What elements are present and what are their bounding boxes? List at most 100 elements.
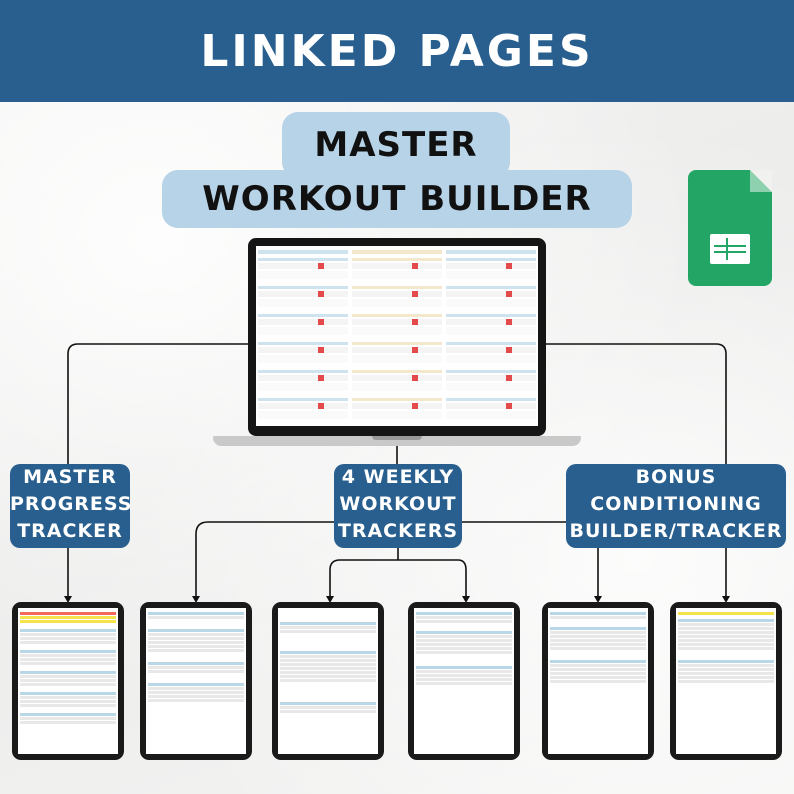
- line-to-progress: [67, 343, 248, 464]
- sheet-cell: [352, 342, 442, 345]
- sheet-cell: [258, 314, 348, 317]
- sheet-cell: [258, 383, 348, 391]
- sheet-cell: [446, 271, 536, 279]
- tablet-weekly-1: [140, 602, 252, 760]
- tablet-screen: [548, 608, 648, 754]
- sheet-cell: [318, 403, 324, 409]
- sheet-cell: [412, 347, 418, 353]
- arrow-4: [462, 596, 470, 603]
- sheet-cell: [446, 291, 536, 297]
- sheet-cell: [258, 342, 348, 345]
- sheet-cell: [412, 263, 418, 269]
- sheet-cell: [352, 299, 442, 307]
- sheet-cell: [446, 319, 536, 325]
- sheet-cell: [258, 411, 348, 419]
- sheet-cell: [258, 403, 348, 409]
- sheet-cell: [258, 258, 348, 261]
- sheet-cell: [258, 347, 348, 353]
- sheet-cell: [506, 291, 512, 297]
- sheet-cell: [446, 398, 536, 401]
- sheet-cell: [506, 375, 512, 381]
- master-title-line2: WORKOUT BUILDER: [162, 170, 632, 228]
- sheet-cell: [412, 319, 418, 325]
- sheet-cell: [258, 355, 348, 363]
- sheet-cell: [352, 370, 442, 373]
- sheet-cell: [506, 347, 512, 353]
- label-line: TRACKER: [17, 520, 123, 542]
- sheet-cell: [446, 411, 536, 419]
- tablet-screen: [146, 608, 246, 754]
- label-line: TRACKERS: [337, 520, 459, 542]
- sheet-cell: [412, 291, 418, 297]
- sheet-cell: [446, 342, 536, 345]
- sheet-cell: [446, 258, 536, 261]
- sheet-cell: [446, 286, 536, 289]
- tablet-screen: [278, 608, 378, 754]
- sheet-cell: [446, 263, 536, 269]
- label-weekly-workout-trackers: 4 WEEKLY WORKOUT TRACKERS: [334, 464, 462, 548]
- sheet-cell: [506, 403, 512, 409]
- arrow-2: [192, 596, 200, 603]
- tablet-conditioning-1: [542, 602, 654, 760]
- sheet-cell: [352, 327, 442, 335]
- label-master-progress-tracker: MASTER PROGRESS TRACKER: [10, 464, 133, 548]
- spreadsheet-preview: [258, 250, 536, 419]
- sheet-cell: [352, 398, 442, 401]
- sheet-cell: [352, 286, 442, 289]
- sheets-icon-grid: [710, 234, 750, 264]
- tablet-weekly-3: [408, 602, 520, 760]
- sheet-cell: [352, 271, 442, 279]
- sheet-cell: [352, 291, 442, 297]
- sheet-cell: [258, 299, 348, 307]
- arrow-6: [722, 596, 730, 603]
- label-line: CONDITIONING: [590, 493, 762, 515]
- sheet-cell: [318, 263, 324, 269]
- sheet-cell: [352, 263, 442, 269]
- tablet-weekly-2: [272, 602, 384, 760]
- sheet-cell: [446, 383, 536, 391]
- label-line: BONUS: [635, 466, 717, 488]
- line-weekly-split: [329, 548, 467, 596]
- sheet-cell: [352, 258, 442, 261]
- laptop-notch: [372, 436, 422, 440]
- sheet-cell: [446, 355, 536, 363]
- sheet-cell: [446, 299, 536, 307]
- sheet-cell: [258, 327, 348, 335]
- label-line: 4 WEEKLY: [341, 466, 455, 488]
- header-banner: LINKED PAGES: [0, 0, 794, 102]
- label-line: MASTER: [23, 466, 117, 488]
- sheet-cell: [352, 383, 442, 391]
- sheet-cell: [352, 314, 442, 317]
- sheet-cell: [352, 411, 442, 419]
- sheet-cell: [258, 286, 348, 289]
- sheet-cell: [352, 403, 442, 409]
- sheet-cell: [318, 291, 324, 297]
- sheet-cell: [446, 370, 536, 373]
- sheet-cell: [506, 319, 512, 325]
- sheet-cell: [318, 375, 324, 381]
- sheet-cell: [258, 319, 348, 325]
- tablet-screen: [676, 608, 776, 754]
- sheet-cell: [446, 327, 536, 335]
- line-to-conditioning: [546, 343, 727, 596]
- tablet-conditioning-2: [670, 602, 782, 760]
- sheet-cell: [258, 263, 348, 269]
- label-line: BUILDER/TRACKER: [569, 520, 783, 542]
- sheet-cell: [318, 319, 324, 325]
- sheet-cell: [352, 319, 442, 325]
- label-line: PROGRESS: [10, 493, 133, 515]
- sheet-cell: [258, 370, 348, 373]
- tablet-progress-tracker: [12, 602, 124, 760]
- master-title-line1: MASTER: [282, 112, 510, 178]
- tablet-screen: [414, 608, 514, 754]
- laptop-base: [213, 436, 581, 446]
- sheet-cell: [258, 291, 348, 297]
- sheet-cell: [446, 314, 536, 317]
- arrow-3: [326, 596, 334, 603]
- banner-title: LINKED PAGES: [200, 25, 594, 77]
- arrow-1: [64, 596, 72, 603]
- sheet-cell: [258, 375, 348, 381]
- label-bonus-conditioning: BONUS CONDITIONING BUILDER/TRACKER: [566, 464, 786, 548]
- sheet-cell: [352, 375, 442, 381]
- sheet-cell: [352, 355, 442, 363]
